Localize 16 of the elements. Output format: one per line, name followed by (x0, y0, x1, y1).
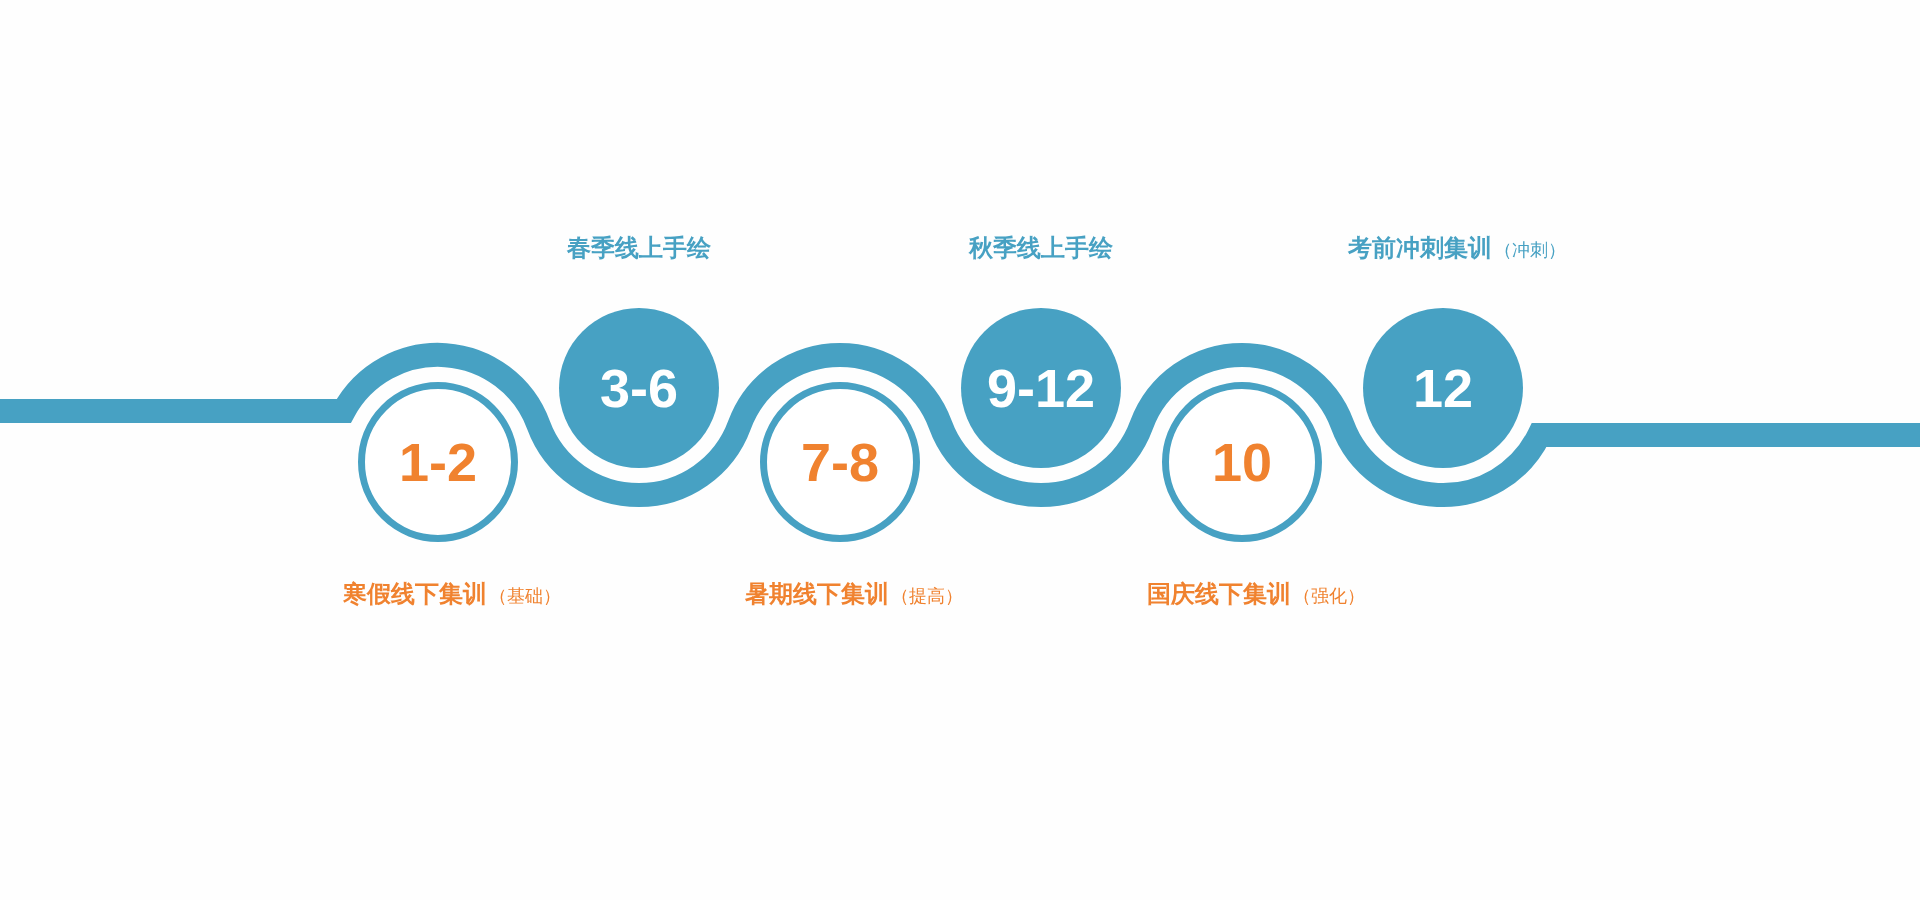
period-number: 7-8 (800, 431, 879, 493)
stage-label: 春季线上手绘 (567, 233, 711, 264)
stage-label: 暑期线下集训 (745, 579, 889, 610)
period-number: 1-2 (398, 431, 477, 493)
level-note: （强化） (1293, 584, 1365, 608)
level-note: （提高） (891, 584, 963, 608)
level-note: （基础） (489, 584, 561, 608)
stage-label: 寒假线下集训 (343, 579, 487, 610)
stage-label: 国庆线下集训 (1147, 579, 1291, 610)
period-number: 10 (1211, 431, 1273, 493)
stage-label: 考前冲刺集训 (1348, 233, 1492, 264)
period-number: 12 (1412, 357, 1474, 419)
level-note: （冲刺） (1494, 238, 1566, 262)
period-number: 3-6 (599, 357, 678, 419)
stage-label: 秋季线上手绘 (969, 233, 1113, 264)
period-number: 9-12 (986, 357, 1096, 419)
